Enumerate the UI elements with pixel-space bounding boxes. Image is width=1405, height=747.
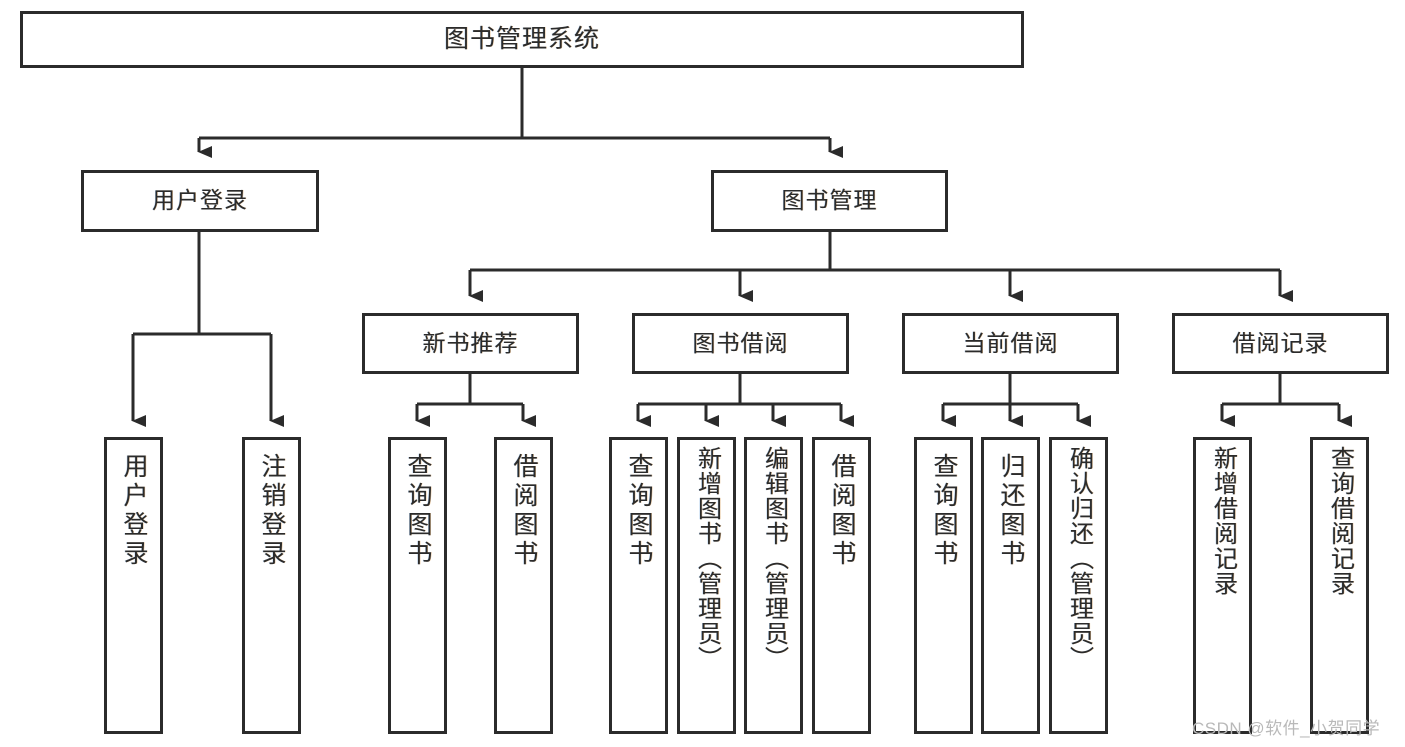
node-book-management[interactable]: 图书管理 (711, 170, 948, 232)
node-root-system[interactable]: 图书管理系统 (20, 11, 1024, 68)
leaf-borrow-book[interactable]: 借阅图书 (812, 437, 871, 734)
node-label: 确认归还（管理员） (1065, 446, 1093, 671)
leaf-user-login[interactable]: 用户登录 (104, 437, 163, 734)
node-label: 图书借阅 (692, 329, 789, 356)
node-user-login[interactable]: 用户登录 (81, 170, 319, 232)
node-label: 新增借阅记录 (1209, 446, 1237, 596)
node-label: 当前借阅 (962, 329, 1059, 356)
node-label: 新书推荐 (422, 329, 519, 356)
node-label: 查询借阅记录 (1326, 446, 1354, 596)
node-label: 新增图书（管理员） (693, 446, 721, 671)
node-label: 归还图书 (997, 453, 1025, 569)
node-label: 查询图书 (404, 453, 432, 569)
leaf-add-book-admin[interactable]: 新增图书（管理员） (677, 437, 736, 734)
leaf-add-borrow-record[interactable]: 新增借阅记录 (1193, 437, 1252, 734)
node-label: 用户登录 (152, 187, 248, 214)
node-label: 图书管理 (781, 187, 878, 214)
node-label: 查询图书 (625, 453, 653, 569)
node-label: 借阅记录 (1232, 329, 1329, 356)
node-borrow-record[interactable]: 借阅记录 (1172, 313, 1389, 374)
leaf-logout[interactable]: 注销登录 (242, 437, 301, 734)
leaf-borrow-book-recommend[interactable]: 借阅图书 (494, 437, 553, 734)
leaf-confirm-return-admin[interactable]: 确认归还（管理员） (1049, 437, 1108, 734)
node-label: 查询图书 (930, 453, 958, 569)
node-new-book-recommend[interactable]: 新书推荐 (362, 313, 579, 374)
node-label: 用户登录 (120, 453, 148, 569)
node-current-borrow[interactable]: 当前借阅 (902, 313, 1119, 374)
node-label: 借阅图书 (510, 453, 538, 569)
node-label: 注销登录 (258, 453, 286, 569)
node-label: 图书管理系统 (443, 24, 600, 53)
leaf-return-book[interactable]: 归还图书 (981, 437, 1040, 734)
leaf-query-borrow-record[interactable]: 查询借阅记录 (1310, 437, 1369, 734)
leaf-query-book-current[interactable]: 查询图书 (914, 437, 973, 734)
node-label: 借阅图书 (828, 453, 856, 569)
leaf-query-book-borrow[interactable]: 查询图书 (609, 437, 668, 734)
leaf-edit-book-admin[interactable]: 编辑图书（管理员） (744, 437, 803, 734)
leaf-query-book-recommend[interactable]: 查询图书 (388, 437, 447, 734)
node-book-borrow[interactable]: 图书借阅 (632, 313, 849, 374)
node-label: 编辑图书（管理员） (760, 446, 788, 671)
